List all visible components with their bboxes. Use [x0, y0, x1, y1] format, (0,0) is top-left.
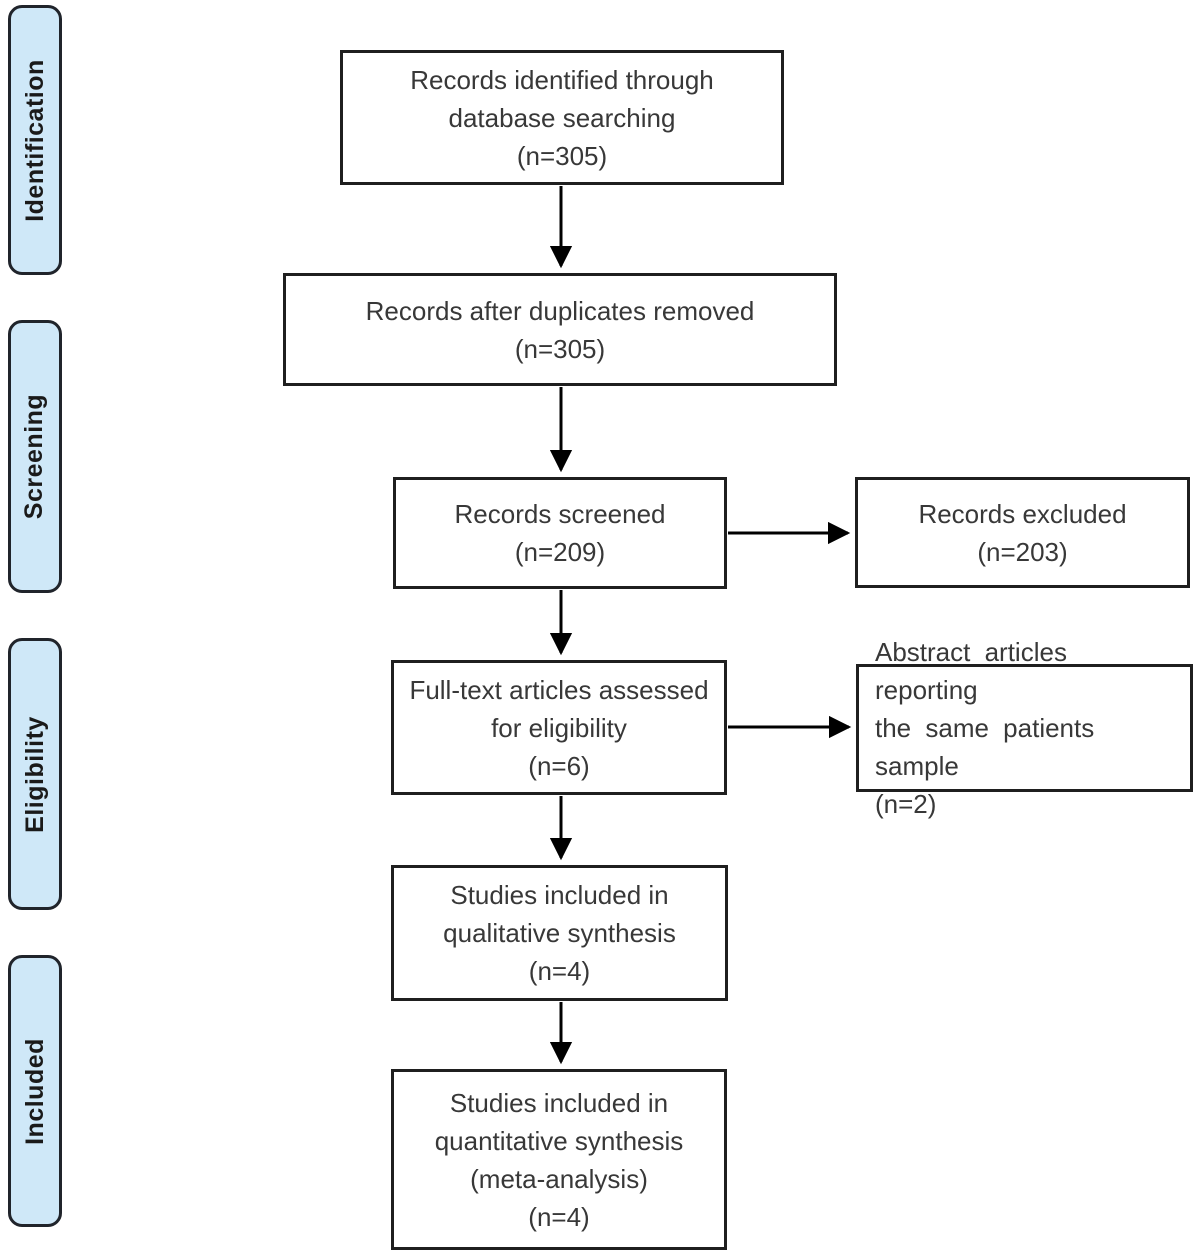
- box-records-excluded-text: Records excluded (n=203): [918, 498, 1127, 567]
- box-records-excluded: Records excluded (n=203): [855, 477, 1190, 588]
- box-qualitative-synthesis-text: Studies included in qualitative synthesi…: [443, 880, 676, 986]
- box-records-identified: Records identified through database sear…: [340, 50, 784, 185]
- box-records-identified-text: Records identified through database sear…: [410, 64, 714, 171]
- box-fulltext-assessed-text: Full-text articles assessed for eligibil…: [409, 674, 709, 781]
- stage-pill-screening: Screening: [8, 320, 62, 593]
- box-fulltext-assessed: Full-text articles assessed for eligibil…: [391, 660, 727, 795]
- stage-label-eligibility: Eligibility: [20, 715, 49, 833]
- box-records-screened-text: Records screened (n=209): [454, 499, 666, 567]
- box-abstract-articles-excluded-text: Abstract articles reporting the same pat…: [875, 637, 1095, 819]
- stage-label-included: Included: [20, 1037, 49, 1145]
- stage-pill-eligibility: Eligibility: [8, 638, 62, 910]
- box-abstract-articles-excluded: Abstract articles reporting the same pat…: [856, 637, 1193, 819]
- stage-label-screening: Screening: [20, 393, 49, 520]
- stage-pill-identification: Identification: [8, 5, 62, 275]
- box-records-screened: Records screened (n=209): [393, 477, 727, 589]
- box-quantitative-synthesis: Studies included in quantitative synthes…: [391, 1069, 727, 1250]
- box-records-after-duplicates-removed-text: Records after duplicates removed (n=305): [365, 295, 755, 364]
- box-records-after-duplicates-removed: Records after duplicates removed (n=305): [283, 273, 837, 386]
- stage-label-identification: Identification: [20, 58, 49, 222]
- stage-pill-included: Included: [8, 955, 62, 1227]
- box-qualitative-synthesis: Studies included in qualitative synthesi…: [391, 865, 728, 1001]
- box-quantitative-synthesis-text: Studies included in quantitative synthes…: [434, 1087, 684, 1232]
